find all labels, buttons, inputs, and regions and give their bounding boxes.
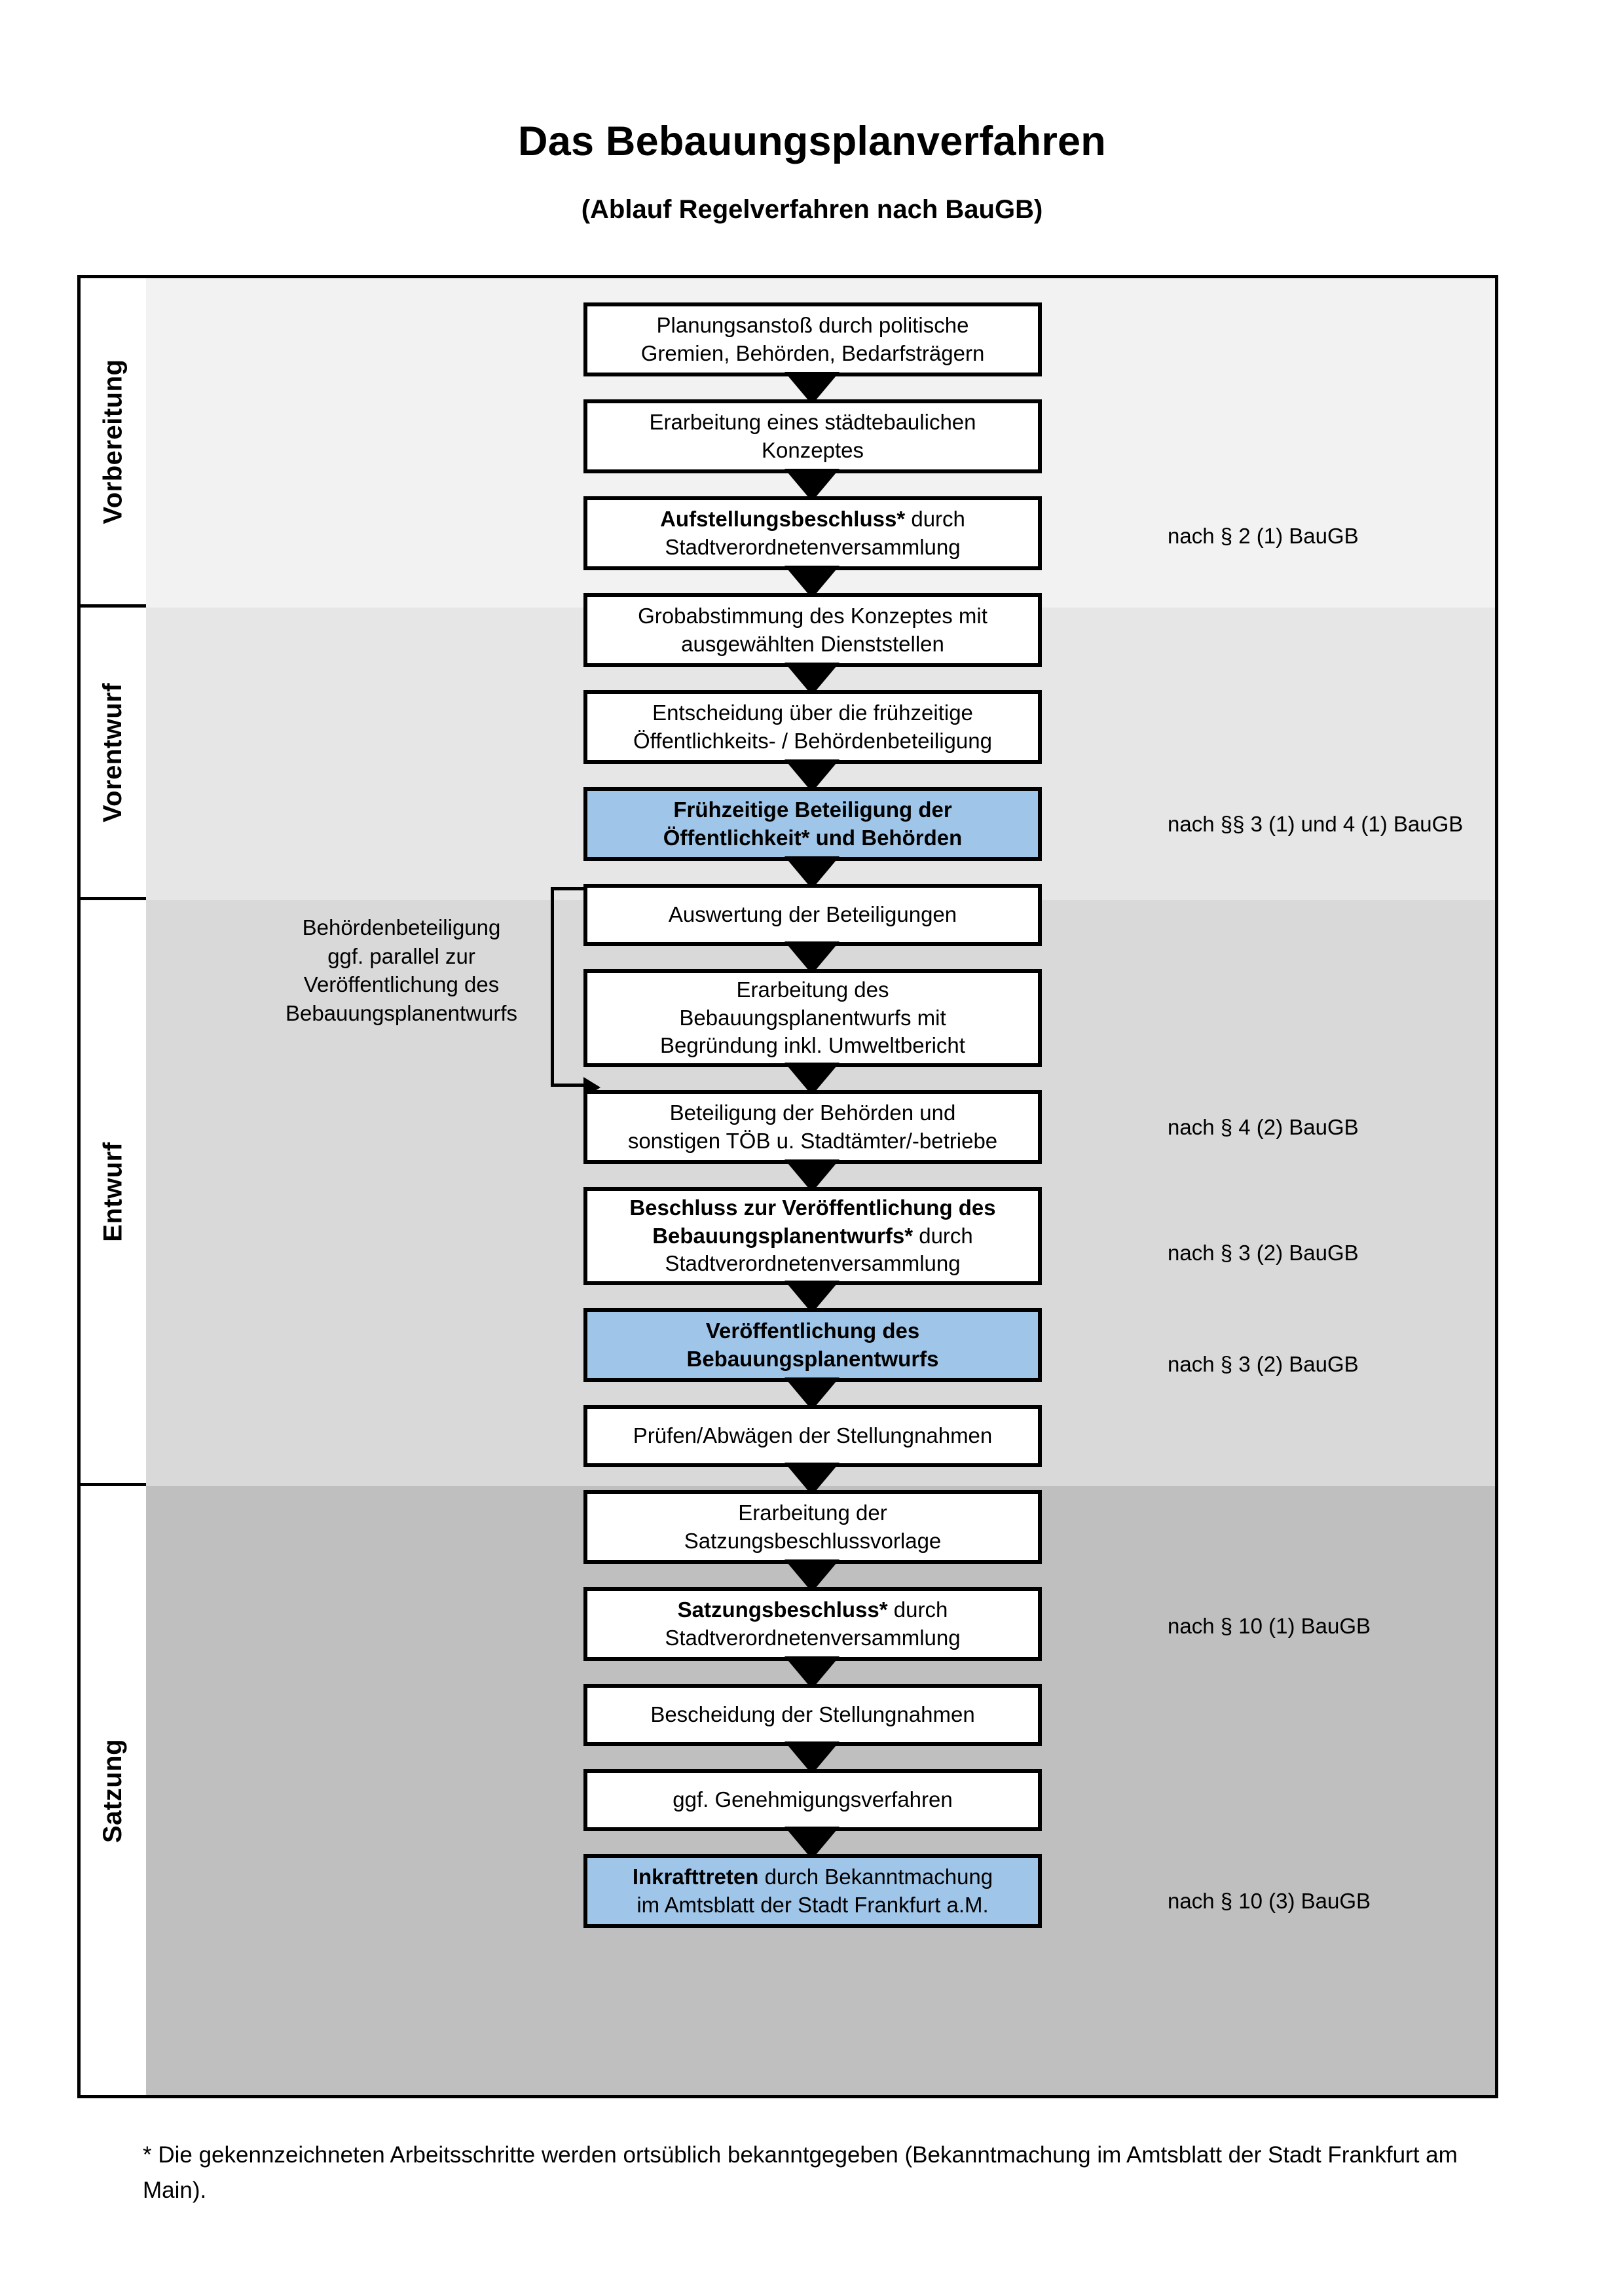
page-subtitle: (Ablauf Regelverfahren nach BauGB): [581, 195, 1043, 224]
law-reference-10-1: nach § 10 (1) BauGB: [1168, 1614, 1371, 1638]
step-line-1-bold: Beschluss zur Veröffentlichung des: [629, 1195, 996, 1220]
phase-label-vorbereitung: Vorbereitung: [81, 278, 146, 608]
document-header: Das Bebauungsplanverfahren (Ablauf Regel…: [0, 0, 1624, 225]
step-line-1: ggf. Genehmigungsverfahren: [673, 1787, 953, 1812]
flow-arrow-down-icon: [784, 372, 840, 405]
step-box-fruehzeitige-beteiligung[interactable]: Frühzeitige Beteiligung der Öffentlichke…: [583, 787, 1042, 861]
step-line-2-bold: Bebauungsplanentwurfs: [686, 1346, 939, 1371]
step-box-beteiligung-behoerden[interactable]: Beteiligung der Behörden und sonstigen T…: [583, 1090, 1042, 1164]
flow-arrow-down-icon: [784, 1159, 840, 1192]
step-box-inkrafttreten[interactable]: Inkrafttreten durch Bekanntmachung im Am…: [583, 1854, 1042, 1928]
step-line-1: Auswertung der Beteiligungen: [668, 902, 957, 927]
flow-arrow-down-icon: [784, 759, 840, 792]
step-line-1-rest: durch Bekanntmachung: [758, 1864, 993, 1889]
side-note-line-1: Behördenbeteiligung: [302, 915, 501, 939]
step-line-1-bold: Veröffentlichung des: [705, 1318, 920, 1343]
step-line-1: Grobabstimmung des Konzeptes mit: [638, 603, 987, 628]
step-line-2: sonstigen TÖB u. Stadtämter/-betriebe: [627, 1128, 998, 1153]
flow-arrow-down-icon: [784, 1559, 840, 1592]
footnote-text: * Die gekennzeichneten Arbeitsschritte w…: [143, 2142, 1458, 2204]
step-box-konzept[interactable]: Erarbeitung eines städtebaulichen Konzep…: [583, 399, 1042, 473]
step-line-2: Satzungsbeschlussvorlage: [684, 1528, 942, 1553]
parallel-process-connector: [551, 887, 590, 1087]
flow-arrow-down-icon: [784, 663, 840, 695]
phase-label-satzung: Satzung: [81, 1486, 146, 2095]
page-title: Das Bebauungsplanverfahren: [518, 118, 1106, 164]
step-box-planungsanstoss[interactable]: Planungsanstoß durch politische Gremien,…: [583, 302, 1042, 376]
step-line-2: im Amtsblatt der Stadt Frankfurt a.M.: [637, 1892, 989, 1917]
flow-arrow-down-icon: [784, 1377, 840, 1410]
phase-label-column: Vorbereitung Vorentwurf Entwurf Satzung: [81, 278, 146, 2095]
step-box-aufstellungsbeschluss[interactable]: Aufstellungsbeschluss* durch Stadtverord…: [583, 496, 1042, 570]
step-line-2: Konzeptes: [762, 437, 864, 462]
law-reference-3-1-4-1: nach §§ 3 (1) und 4 (1) BauGB: [1168, 812, 1464, 836]
step-line-1: Planungsanstoß durch politische: [656, 312, 969, 337]
step-box-bescheidung[interactable]: Bescheidung der Stellungnahmen: [583, 1684, 1042, 1746]
step-line-2-rest: durch: [913, 1223, 973, 1248]
step-box-genehmigungsverfahren[interactable]: ggf. Genehmigungsverfahren: [583, 1769, 1042, 1831]
step-box-veroeffentlichung[interactable]: Veröffentlichung des Bebauungsplanentwur…: [583, 1308, 1042, 1382]
step-line-2: Öffentlichkeits- / Behördenbeteiligung: [633, 728, 992, 753]
flow-arrow-down-icon: [784, 1281, 840, 1313]
step-line-2-bold: Bebauungsplanentwurfs*: [652, 1223, 913, 1248]
phase-label-text: Vorentwurf: [98, 682, 128, 822]
step-line-1-bold: Inkrafttreten: [632, 1864, 759, 1889]
step-box-erarbeitung-entwurf[interactable]: Erarbeitung des Bebauungsplanentwurfs mi…: [583, 969, 1042, 1067]
step-line-2: ausgewählten Dienststellen: [681, 631, 944, 656]
law-reference-10-3: nach § 10 (3) BauGB: [1168, 1889, 1371, 1913]
side-note-line-2: ggf. parallel zur: [327, 943, 475, 968]
step-box-beschluss-veroeffentlichung[interactable]: Beschluss zur Veröffentlichung des Bebau…: [583, 1187, 1042, 1285]
law-reference-4-2: nach § 4 (2) BauGB: [1168, 1115, 1359, 1139]
side-note-behoerdenbeteiligung: Behördenbeteiligung ggf. parallel zur Ve…: [257, 913, 545, 1027]
step-box-entscheidung-beteiligung[interactable]: Entscheidung über die frühzeitige Öffent…: [583, 690, 1042, 764]
flow-arrow-down-icon: [784, 856, 840, 889]
step-line-1: Bescheidung der Stellungnahmen: [650, 1702, 975, 1727]
step-line-1-bold: Frühzeitige Beteiligung der: [673, 797, 952, 822]
flow-arrow-down-icon: [784, 941, 840, 974]
phase-label-text: Vorbereitung: [98, 359, 128, 524]
step-box-satzungsbeschluss[interactable]: Satzungsbeschluss* durch Stadtverordnete…: [583, 1587, 1042, 1661]
step-line-1: Entscheidung über die frühzeitige: [652, 700, 973, 725]
step-line-2: Bebauungsplanentwurfs mit: [679, 1005, 946, 1030]
step-line-1-bold: Aufstellungsbeschluss*: [660, 506, 906, 531]
step-line-1-bold: Satzungsbeschluss*: [677, 1597, 888, 1622]
step-line-1: Erarbeitung des: [736, 977, 889, 1002]
step-line-3: Stadtverordnetenversammlung: [665, 1251, 961, 1276]
step-line-3: Begründung inkl. Umweltbericht: [660, 1033, 965, 1058]
side-note-line-4: Bebauungsplanentwurfs: [285, 1000, 518, 1025]
step-box-pruefen-abwaegen[interactable]: Prüfen/Abwägen der Stellungnahmen: [583, 1405, 1042, 1467]
flow-arrow-down-icon: [784, 1741, 840, 1774]
flow-arrow-down-icon: [784, 1827, 840, 1859]
law-reference-3-2-b: nach § 3 (2) BauGB: [1168, 1352, 1359, 1376]
step-line-2-bold: Öffentlichkeit* und Behörden: [663, 825, 963, 850]
step-line-1-rest: durch: [905, 506, 965, 531]
flow-arrow-down-icon: [784, 1463, 840, 1495]
step-line-2: Stadtverordnetenversammlung: [665, 1625, 961, 1650]
law-reference-2-1: nach § 2 (1) BauGB: [1168, 524, 1359, 548]
flow-arrow-down-icon: [784, 469, 840, 501]
flow-arrow-down-icon: [784, 1656, 840, 1689]
step-line-2: Stadtverordnetenversammlung: [665, 534, 961, 559]
step-line-1: Prüfen/Abwägen der Stellungnahmen: [633, 1423, 993, 1448]
step-line-1: Erarbeitung eines städtebaulichen: [649, 409, 976, 434]
step-box-auswertung[interactable]: Auswertung der Beteiligungen: [583, 884, 1042, 946]
flow-arrow-down-icon: [784, 566, 840, 598]
phase-label-vorentwurf: Vorentwurf: [81, 608, 146, 900]
step-line-1-rest: durch: [887, 1597, 948, 1622]
phase-label-text: Entwurf: [98, 1141, 128, 1242]
step-box-satzungsbeschlussvorlage[interactable]: Erarbeitung der Satzungsbeschlussvorlage: [583, 1490, 1042, 1564]
side-note-line-3: Veröffentlichung des: [303, 972, 500, 997]
process-diagram-frame: Vorbereitung Vorentwurf Entwurf Satzung …: [77, 275, 1498, 2098]
step-box-grobabstimmung[interactable]: Grobabstimmung des Konzeptes mit ausgewä…: [583, 593, 1042, 667]
flow-arrow-down-icon: [784, 1063, 840, 1095]
step-line-2: Gremien, Behörden, Bedarfsträgern: [640, 340, 985, 365]
phase-label-entwurf: Entwurf: [81, 900, 146, 1486]
phase-label-text: Satzung: [98, 1738, 128, 1843]
step-line-1: Erarbeitung der: [738, 1500, 887, 1525]
law-reference-3-2-a: nach § 3 (2) BauGB: [1168, 1241, 1359, 1265]
step-line-1: Beteiligung der Behörden und: [669, 1100, 956, 1125]
